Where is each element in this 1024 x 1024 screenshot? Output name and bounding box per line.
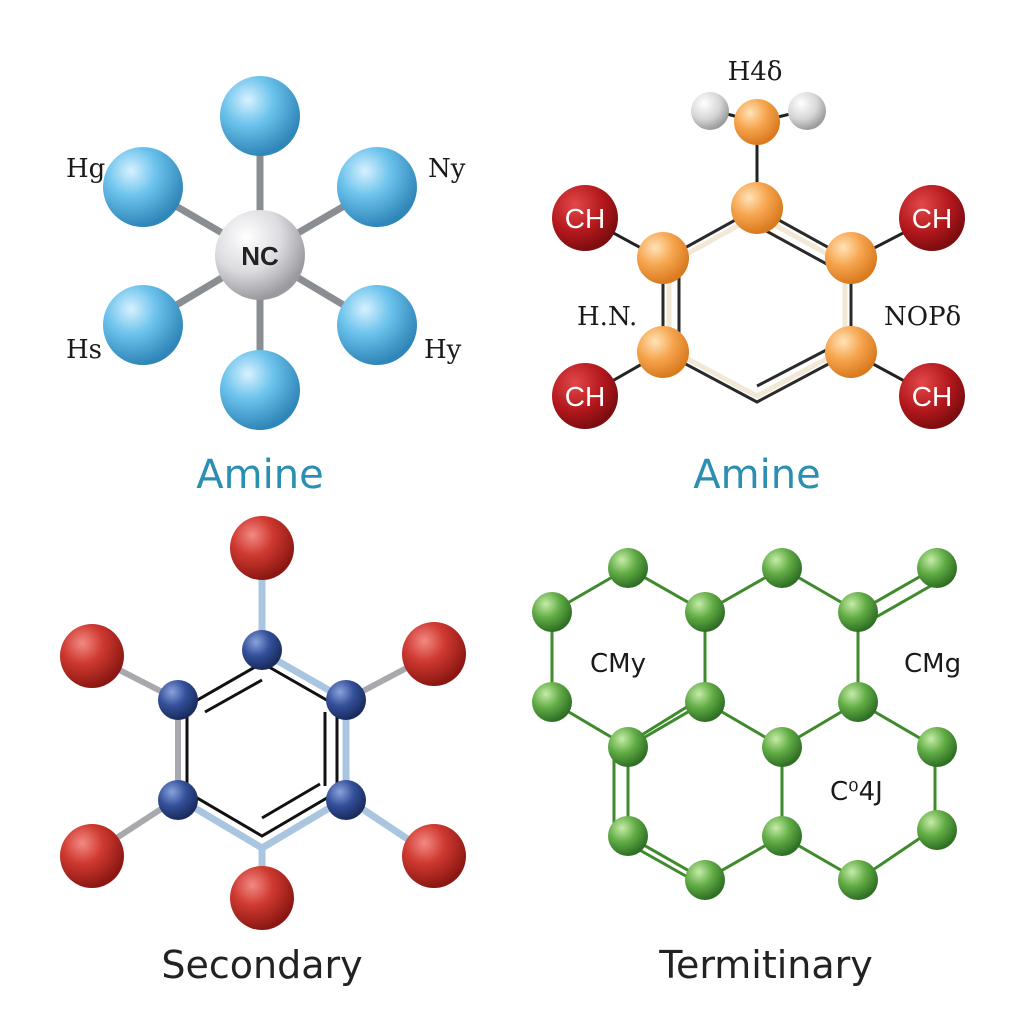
ch-label-upper-left: CH xyxy=(565,203,605,234)
ch-label-lower-left: CH xyxy=(565,381,605,412)
atom-orange-ring-upper-right xyxy=(825,232,877,284)
label-hy: Hy xyxy=(424,335,462,365)
atom-green-12 xyxy=(917,727,957,767)
atom-green-11 xyxy=(762,727,802,767)
atom-green-9 xyxy=(838,682,878,722)
label-cmg: CMg xyxy=(904,649,961,679)
label-cmy: CMy xyxy=(590,649,646,679)
label-c04j: C⁰4J xyxy=(830,777,883,807)
label-nop: NOPδ xyxy=(884,302,961,332)
atom-blue-upper-left xyxy=(103,147,183,227)
atom-orange-top-sub xyxy=(734,99,780,145)
label-h4: H4δ xyxy=(728,57,783,87)
label-ny: Ny xyxy=(428,154,466,184)
panel-top-right: CH CH CH CH H4δ H.N. NOPδ Amine xyxy=(552,57,965,498)
atom-white-left xyxy=(691,92,729,130)
atom-blue-lower-left xyxy=(103,285,183,365)
atom-orange-ring-upper-left xyxy=(637,232,689,284)
atom-blue-upper-right xyxy=(337,147,417,227)
ring-bonds-bottom-left xyxy=(185,661,339,838)
atom-green-13 xyxy=(608,816,648,856)
atom-red-upper-right xyxy=(402,622,466,686)
panel-title-amine-left: Amine xyxy=(196,452,323,498)
atom-red-top xyxy=(230,516,294,580)
atom-red-bottom xyxy=(230,866,294,930)
atom-red-upper-left xyxy=(60,624,124,688)
atom-green-1 xyxy=(608,548,648,588)
label-hg: Hg xyxy=(66,154,105,184)
atom-green-3 xyxy=(917,548,957,588)
atom-green-6 xyxy=(838,592,878,632)
atom-navy-upper-right xyxy=(326,680,366,720)
atom-ch-lower-left xyxy=(552,363,618,429)
atom-green-7 xyxy=(532,682,572,722)
label-hn: H.N. xyxy=(577,302,637,332)
atom-green-4 xyxy=(532,592,572,632)
atom-navy-top xyxy=(242,630,282,670)
ch-label-lower-right: CH xyxy=(912,381,952,412)
atom-blue-bottom xyxy=(220,350,300,430)
center-atom-label: NC xyxy=(241,241,279,271)
atom-green-8 xyxy=(685,682,725,722)
atom-green-17 xyxy=(838,860,878,900)
atom-green-2 xyxy=(762,548,802,588)
panel-bottom-left: Secondary xyxy=(60,516,466,987)
label-hs: Hs xyxy=(66,335,102,365)
atom-navy-lower-right xyxy=(326,780,366,820)
panel-bottom-right: CMy CMg C⁰4J Termitinary xyxy=(532,548,961,987)
atom-navy-upper-left xyxy=(158,680,198,720)
panel-top-left: NC Hg Ny Hs Hy Amine xyxy=(66,76,466,498)
panel-title-secondary: Secondary xyxy=(161,943,362,987)
shading-bonds-bottom-left xyxy=(174,544,437,899)
atom-orange-ring-lower-right xyxy=(825,326,877,378)
atom-center-gray xyxy=(215,210,305,300)
atom-ch-lower-right xyxy=(899,363,965,429)
atom-orange-ring-top xyxy=(731,182,783,234)
panel-title-amine-right: Amine xyxy=(693,452,820,498)
atom-ch-upper-left xyxy=(552,185,618,251)
atom-ch-upper-right xyxy=(899,185,965,251)
panel-title-termitinary: Termitinary xyxy=(658,943,873,987)
atom-red-lower-right xyxy=(402,824,466,888)
atom-blue-lower-right xyxy=(337,285,417,365)
atom-green-16 xyxy=(685,860,725,900)
atom-green-14 xyxy=(762,816,802,856)
atom-navy-lower-left xyxy=(158,780,198,820)
atom-green-10 xyxy=(608,727,648,767)
atom-blue-top xyxy=(220,76,300,156)
ch-label-upper-right: CH xyxy=(912,203,952,234)
atom-white-right xyxy=(788,92,826,130)
atom-green-5 xyxy=(685,592,725,632)
atom-red-lower-left xyxy=(60,824,124,888)
atom-orange-ring-lower-left xyxy=(637,326,689,378)
atom-green-15 xyxy=(917,810,957,850)
